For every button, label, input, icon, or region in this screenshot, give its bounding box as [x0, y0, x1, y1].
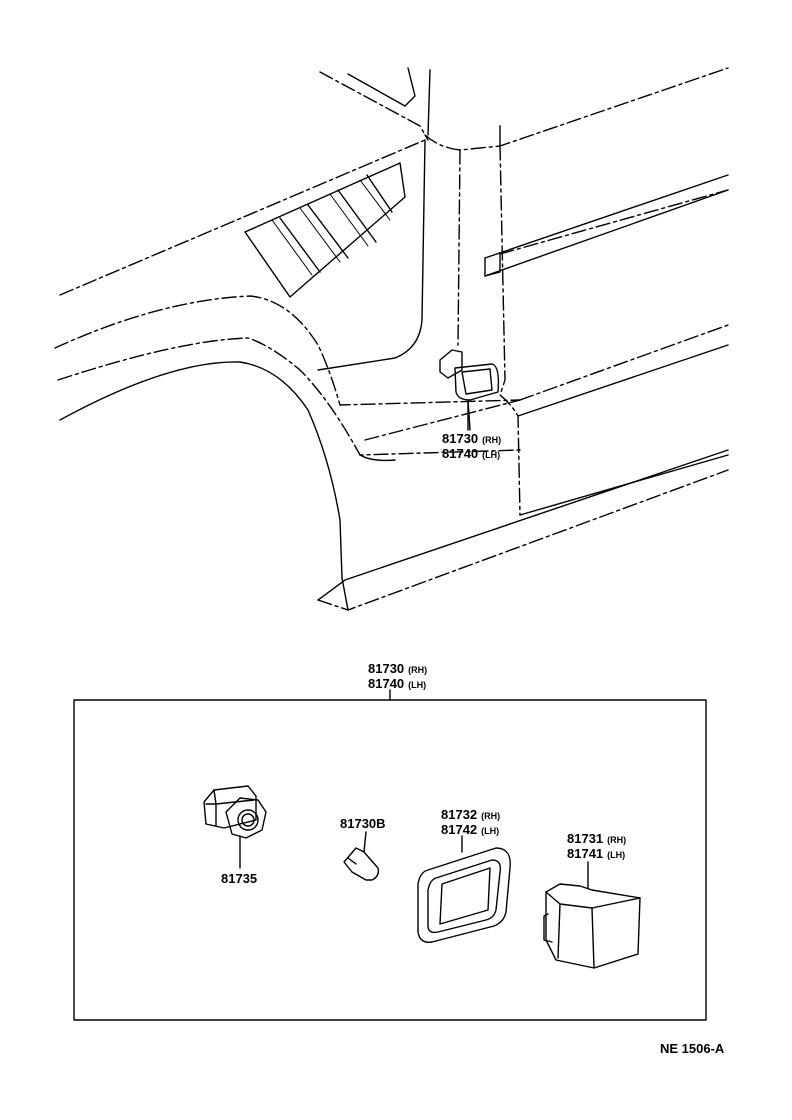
callout-assembly-box: 81730(RH) 81740(LH)	[368, 662, 427, 692]
part-number-lh: 81741	[567, 846, 604, 861]
rh-suffix: (RH)	[481, 811, 501, 821]
rh-suffix: (RH)	[482, 435, 502, 445]
part-number-rh: 81730	[368, 661, 405, 676]
part-number-lh: 81740	[442, 446, 479, 461]
socket-icon	[203, 785, 267, 869]
lh-suffix: (LH)	[482, 450, 501, 460]
callout-bulb: 81730B	[340, 817, 386, 831]
callout-gasket: 81732(RH) 81742(LH)	[441, 808, 500, 838]
figure-code: NE 1506-A	[660, 1041, 725, 1056]
callout-socket: 81735	[221, 872, 257, 886]
callout-lens: 81731(RH) 81741(LH)	[567, 832, 626, 862]
part-number-rh: 81732	[441, 807, 478, 822]
vehicle-body	[54, 67, 729, 611]
rh-suffix: (RH)	[408, 665, 428, 675]
part-number-socket: 81735	[221, 871, 258, 886]
lens-icon	[543, 861, 641, 969]
part-number-rh: 81731	[567, 831, 604, 846]
lh-suffix: (LH)	[481, 826, 500, 836]
rh-suffix: (RH)	[607, 835, 627, 845]
part-number-lh: 81742	[441, 822, 478, 837]
gasket-icon	[417, 835, 511, 943]
lh-suffix: (LH)	[607, 850, 626, 860]
part-number-bulb: 81730B	[340, 816, 386, 831]
bulb-icon	[343, 831, 380, 881]
part-number-rh: 81730	[442, 431, 479, 446]
part-number-lh: 81740	[368, 676, 405, 691]
callout-assembly-top: 81730(RH) 81740(LH)	[442, 432, 501, 462]
lh-suffix: (LH)	[408, 680, 427, 690]
